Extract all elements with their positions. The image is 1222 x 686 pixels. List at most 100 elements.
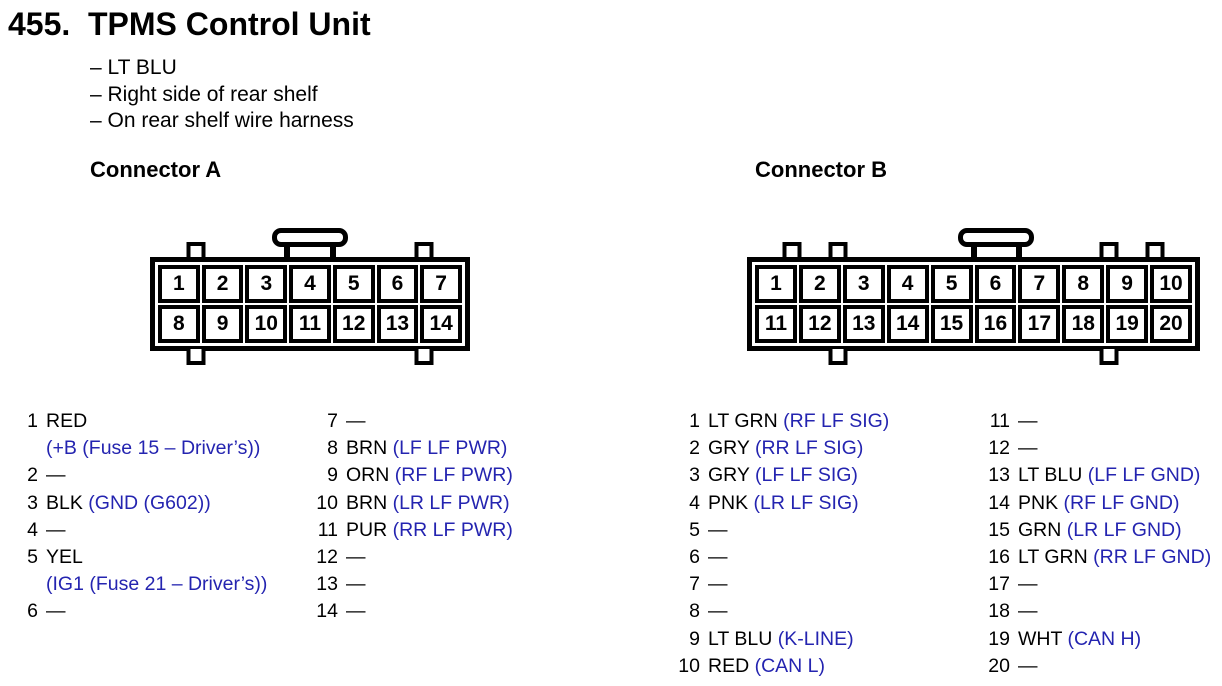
pin-entry-text: GRN (LR LF GND) (1018, 517, 1182, 544)
pin-cell: 5 (332, 265, 375, 303)
pin-cell: 5 (930, 265, 973, 303)
note-line: – On rear shelf wire harness (90, 109, 354, 132)
pin-entry: 8— (672, 598, 889, 625)
pin-entry-text: — (708, 571, 728, 598)
wire-function: (IG1 (Fuse 21 – Driver’s)) (46, 573, 268, 596)
pin-number: 20 (988, 654, 1010, 677)
wire-function: (K-LINE) (777, 627, 854, 650)
wire-color: PUR (346, 518, 388, 541)
pin-entry-text: — (346, 544, 366, 571)
wire-function: (RR LF PWR) (392, 518, 513, 541)
pin-cell: 6 (974, 265, 1017, 303)
pin-number: 6 (689, 546, 700, 569)
wire-function: (RF LF GND) (1063, 491, 1180, 514)
wire-color: — (1018, 437, 1038, 460)
connector-tab-top (186, 242, 206, 259)
pin-cell: 19 (1106, 305, 1149, 343)
pin-entry-text: RED(+B (Fuse 15 – Driver’s)) (46, 408, 260, 462)
connector-latch-leg (970, 244, 977, 257)
wire-color: — (708, 573, 728, 596)
pin-cell: 18 (1062, 305, 1105, 343)
pin-number: 11 (317, 518, 338, 541)
wire-function: (LF LF PWR) (392, 437, 508, 460)
pin-number: 7 (327, 410, 338, 432)
pin-entry-text: BLK (GND (G602)) (46, 490, 211, 517)
pin-entry-text: PNK (LR LF SIG) (708, 490, 859, 517)
location-notes: – LT BLU– Right side of rear shelf– On r… (90, 55, 354, 135)
connector-latch-zone (150, 228, 470, 257)
pin-number: 17 (988, 573, 1010, 596)
pin-entry-text: LT GRN (RR LF GND) (1018, 544, 1211, 571)
pin-entry-text: — (1018, 571, 1038, 598)
connector-latch-zone (747, 228, 1200, 257)
wire-color: GRN (1018, 518, 1062, 541)
wire-color: — (346, 573, 366, 596)
pin-entry: 13— (310, 571, 513, 598)
pin-number: 18 (988, 600, 1010, 623)
pin-entry: 5— (672, 517, 889, 544)
wire-function: (CAN L) (754, 654, 826, 677)
pin-entry: 4— (10, 517, 267, 544)
note-line: – Right side of rear shelf (90, 82, 318, 106)
wire-color: — (708, 600, 728, 623)
pin-cell: 17 (1018, 305, 1061, 343)
pin-entry-text: LT BLU (K-LINE) (708, 626, 854, 653)
pin-entry-text: GRY (RR LF SIG) (708, 435, 863, 462)
pin-entry-text: — (346, 408, 366, 435)
wire-color: BRN (346, 491, 388, 514)
pin-entry: 2 GRY (RR LF SIG) (672, 435, 889, 462)
wire-color: — (46, 518, 66, 541)
pin-entry-text: — (346, 598, 366, 625)
wire-function: (LR LF SIG) (753, 491, 859, 514)
pin-cell: 6 (376, 265, 419, 303)
connector-tab-bottom (1099, 349, 1119, 365)
pin-cell: 20 (1150, 305, 1192, 343)
title-number: 455. (8, 6, 71, 42)
connector-a-heading: Connector A (90, 157, 222, 182)
wire-function: (RF LF PWR) (394, 464, 513, 487)
wire-function: (LR LF PWR) (392, 491, 510, 514)
pin-cell: 1 (158, 265, 200, 303)
connector-tab-top (828, 242, 848, 259)
pin-cell: 7 (420, 265, 462, 303)
pin-number: 7 (689, 573, 700, 596)
connector-latch-leg (329, 244, 336, 257)
wire-color: — (1018, 410, 1038, 432)
pin-entry: 17 — (982, 571, 1211, 598)
pin-number: 5 (27, 546, 38, 569)
wire-color: RED (708, 654, 750, 677)
pin-number: 4 (27, 518, 38, 541)
connector-tab-top (1145, 242, 1165, 259)
pin-entry-text: YEL(IG1 (Fuse 21 – Driver’s)) (46, 544, 267, 598)
pin-entry-text: BRN (LR LF PWR) (346, 490, 510, 517)
pin-cell: 8 (1062, 265, 1105, 303)
pin-entry-text: — (708, 544, 728, 571)
connector-latch-leg (284, 244, 291, 257)
pin-cell: 2 (798, 265, 841, 303)
pin-number: 9 (327, 464, 338, 487)
pin-cell: 3 (245, 265, 288, 303)
wire-color: PNK (708, 491, 749, 514)
pin-number: 14 (988, 491, 1010, 514)
wire-color: — (708, 518, 728, 541)
pin-cell: 13 (376, 305, 419, 343)
pin-number: 1 (689, 410, 700, 432)
pin-number: 4 (689, 491, 700, 514)
wire-color: — (1018, 573, 1038, 596)
wire-color: — (346, 546, 366, 569)
pin-number: 2 (689, 437, 700, 460)
wire-color: WHT (1018, 627, 1063, 650)
pin-entry: 6— (672, 544, 889, 571)
connector-tab-bottom (186, 349, 206, 365)
wire-function: (+B (Fuse 15 – Driver’s)) (46, 437, 261, 460)
connector-tab-bottom (414, 349, 434, 365)
wire-color: BRN (346, 437, 388, 460)
pin-entry-text: — (346, 571, 366, 598)
pin-entry-text: — (1018, 408, 1038, 435)
doc-title: 455. TPMS Control Unit (8, 6, 371, 43)
connector-latch (958, 228, 1035, 247)
